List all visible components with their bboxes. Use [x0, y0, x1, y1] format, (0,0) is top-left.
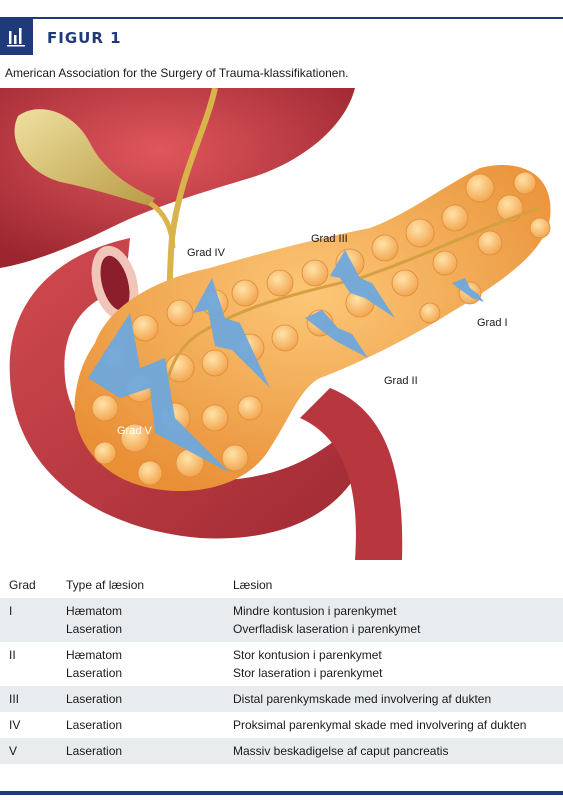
header-grad: Grad	[9, 578, 36, 592]
header-lesion: Læsion	[233, 578, 273, 592]
table-row: III Laseration Distal parenkymskade med …	[0, 686, 563, 712]
lesion-line: Mindre kontusion i parenkymet	[233, 604, 397, 618]
lesion-line: Massiv beskadigelse af caput pancreatis	[233, 744, 449, 758]
lightning-grad-iii	[330, 250, 395, 318]
cell-grade: III	[9, 692, 20, 706]
gallbladder	[14, 109, 156, 206]
cell-type: Hæmatom Laseration	[66, 642, 233, 686]
vessel	[300, 388, 403, 560]
cell-type: Hæmatom Laseration	[66, 598, 233, 642]
footer-rule	[0, 791, 563, 795]
table-row: I Hæmatom Laseration Mindre kontusion i …	[0, 598, 563, 642]
type-line: Laseration	[66, 744, 123, 758]
type-line: Laseration	[66, 692, 123, 706]
label-grad-ii: Grad II	[384, 375, 418, 387]
header-rule	[0, 17, 563, 19]
lesion-line: Overfladisk laseration i parenkymet	[233, 622, 421, 636]
table-row: V Laseration Massiv beskadigelse af capu…	[0, 738, 563, 764]
lightning-grad-ii	[305, 310, 368, 358]
figure-title: FIGUR 1	[47, 29, 122, 47]
duodenum	[9, 238, 360, 539]
lightning-grad-iv	[193, 278, 270, 388]
header-type: Type af læsion	[66, 578, 145, 592]
cell-lesion: Proksimal parenkymal skade med involveri…	[233, 712, 563, 738]
type-line: Laseration	[66, 622, 123, 636]
cell-grade: I	[9, 604, 13, 618]
lesion-line: Proksimal parenkymal skade med involveri…	[233, 718, 527, 732]
pancreas-illustration: Grad V Grad IV Grad III Grad II Grad I	[0, 88, 551, 560]
cell-type: Laseration	[66, 738, 233, 764]
type-line: Hæmatom	[66, 648, 123, 662]
type-line: Hæmatom	[66, 604, 123, 618]
table-header-row: Grad Type af læsion Læsion	[0, 572, 563, 598]
figure-caption: American Association for the Surgery of …	[5, 66, 349, 80]
table-row: II Hæmatom Laseration Stor kontusion i p…	[0, 642, 563, 686]
cell-grade: IV	[9, 718, 21, 732]
cell-lesion: Stor kontusion i parenkymet Stor laserat…	[233, 642, 563, 686]
label-grad-iv: Grad IV	[187, 247, 226, 259]
label-grad-iii: Grad III	[311, 233, 348, 245]
lightning-grad-v	[88, 313, 230, 473]
grade-table: Grad Type af læsion Læsion I Hæmatom Las…	[0, 572, 563, 764]
cell-grade: II	[9, 648, 16, 662]
cell-lesion: Massiv beskadigelse af caput pancreatis	[233, 738, 563, 764]
label-grad-v: Grad V	[117, 425, 153, 437]
lightning-grad-i	[452, 278, 484, 302]
table-row: IV Laseration Proksimal parenkymal skade…	[0, 712, 563, 738]
bar-chart-icon	[0, 19, 33, 55]
cell-lesion: Mindre kontusion i parenkymet Overfladis…	[233, 598, 563, 642]
pancreatic-duct	[164, 206, 541, 419]
label-grad-i: Grad I	[477, 317, 508, 329]
cell-lesion: Distal parenkymskade med involvering af …	[233, 686, 563, 712]
pancreas-lobules	[91, 171, 551, 486]
type-line: Laseration	[66, 666, 123, 680]
lesion-line: Distal parenkymskade med involvering af …	[233, 692, 492, 706]
cell-type: Laseration	[66, 686, 233, 712]
lesion-line: Stor kontusion i parenkymet	[233, 648, 382, 662]
cell-grade: V	[9, 744, 18, 758]
liver	[0, 88, 355, 268]
type-line: Laseration	[66, 718, 123, 732]
cell-type: Laseration	[66, 712, 233, 738]
lesion-line: Stor laseration i parenkymet	[233, 666, 383, 680]
